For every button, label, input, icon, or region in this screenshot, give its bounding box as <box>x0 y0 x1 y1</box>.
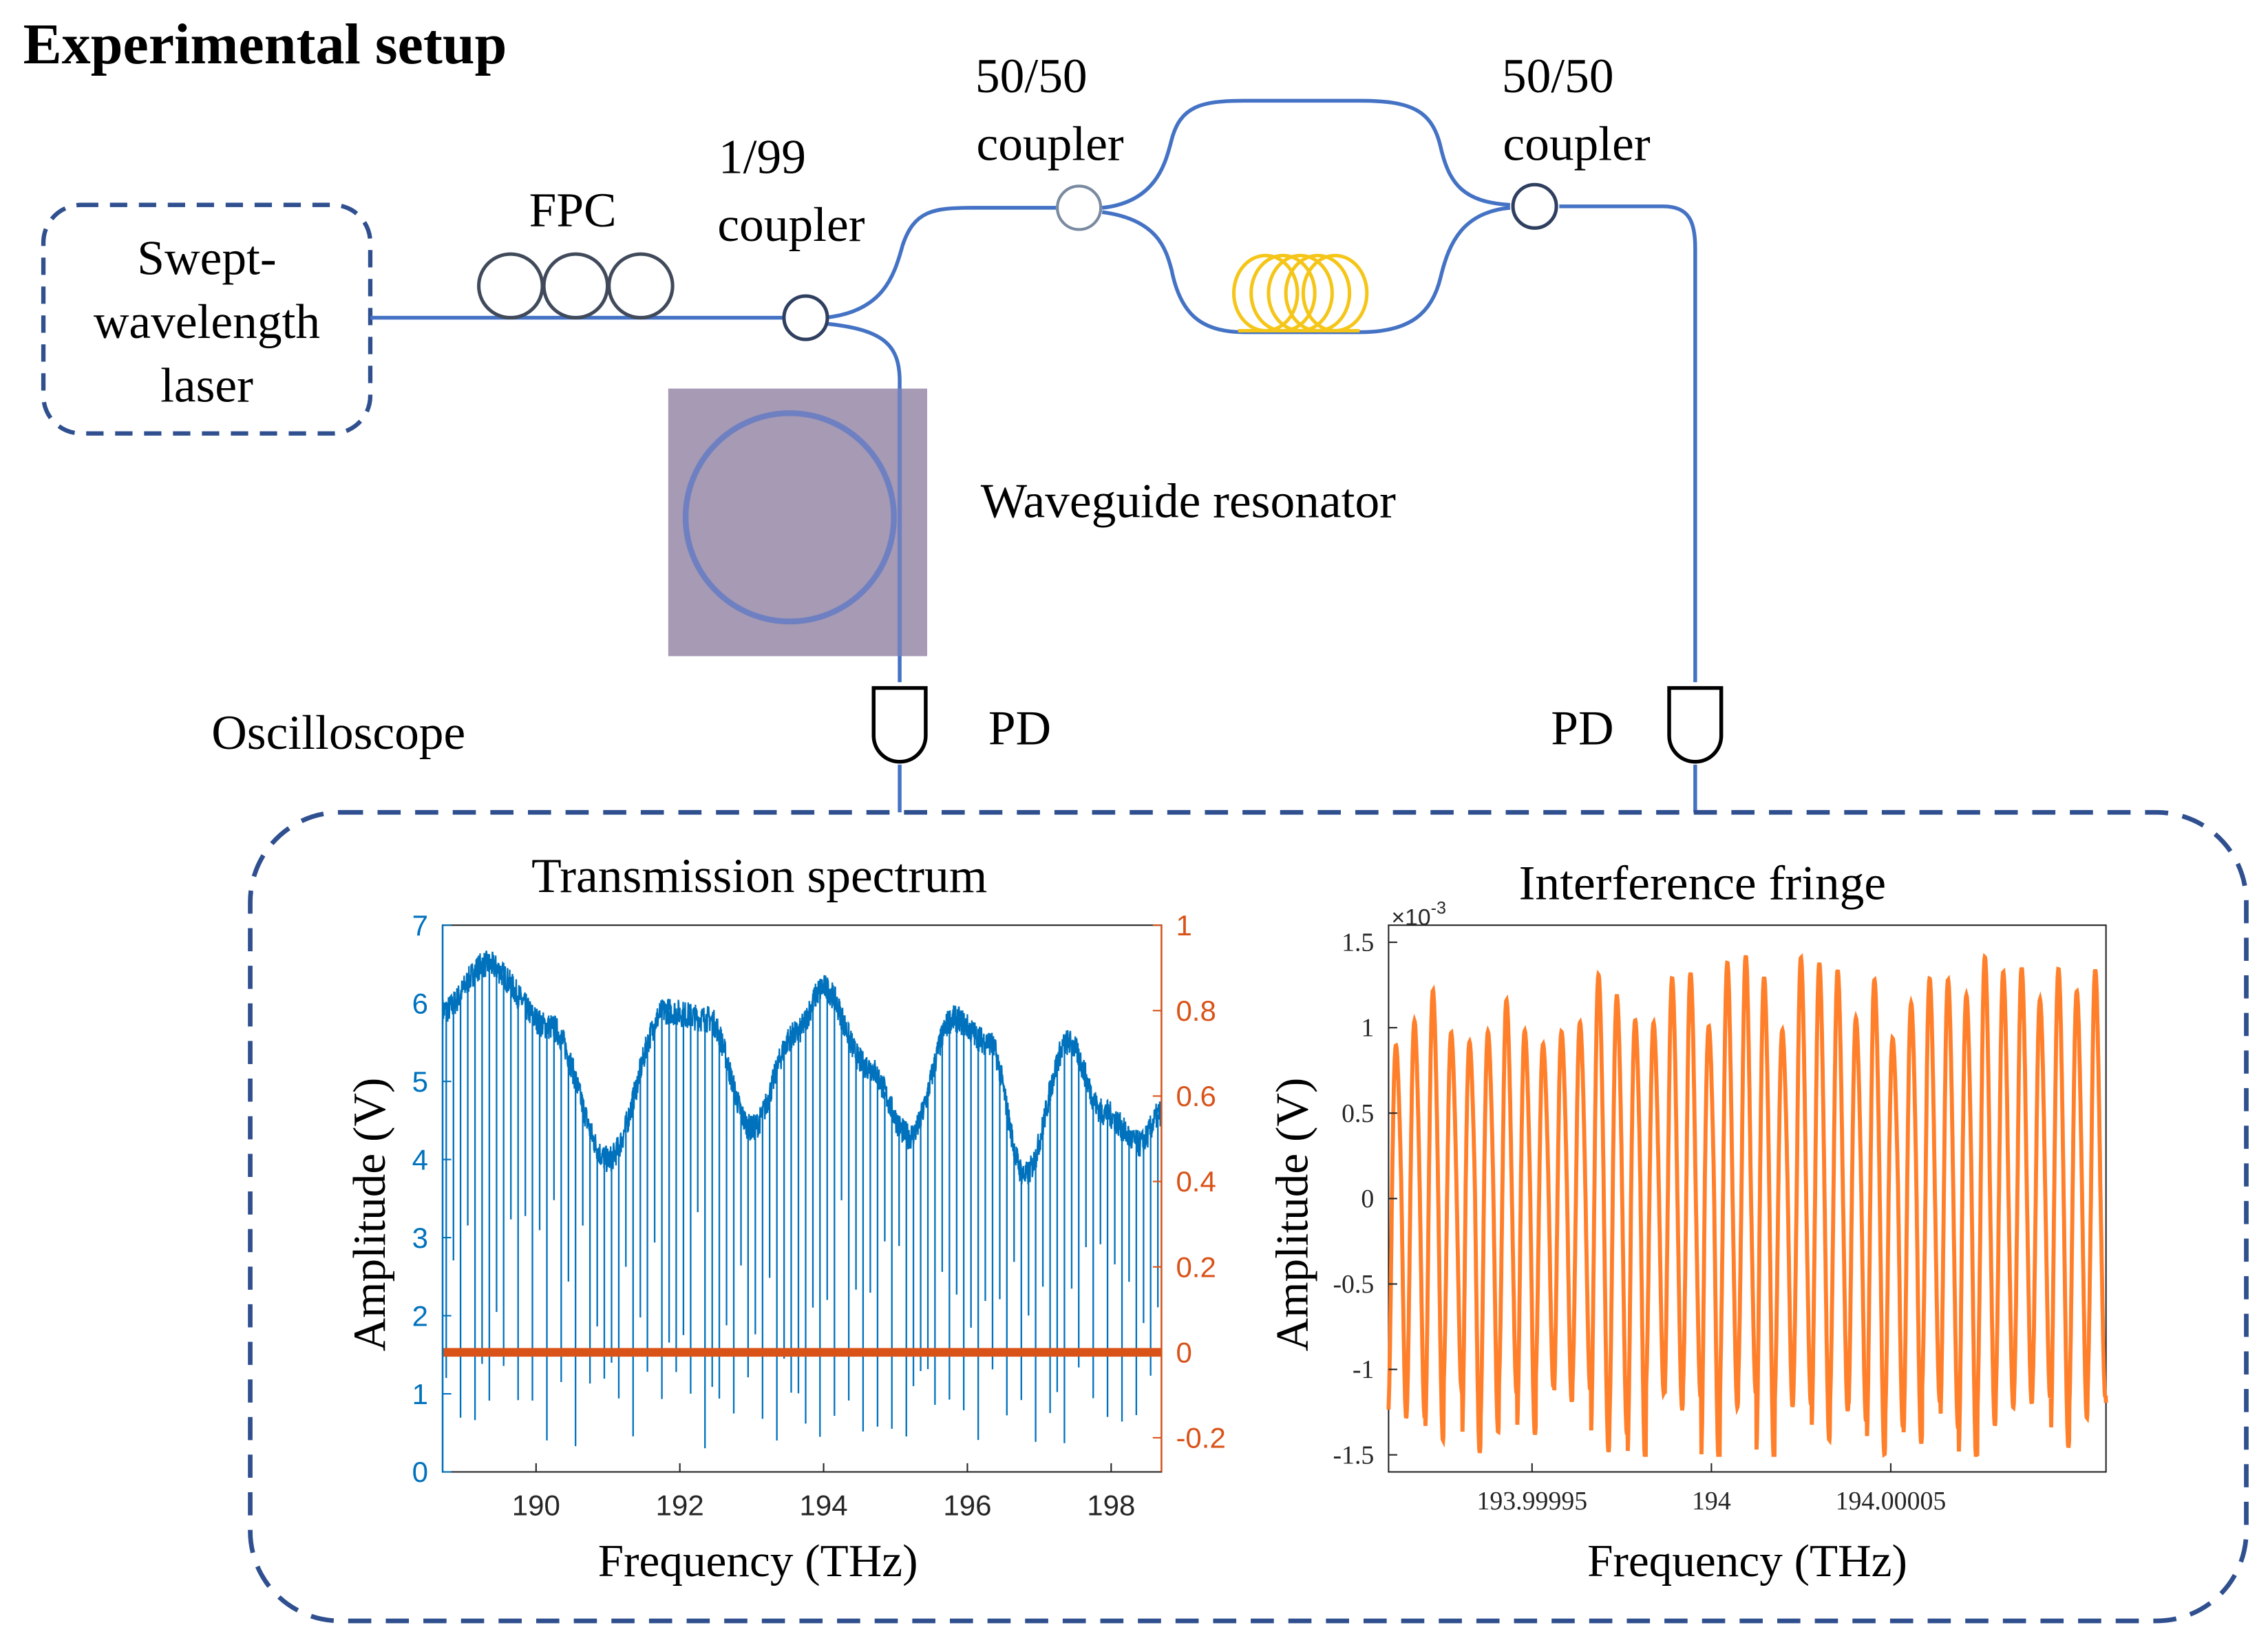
chart2-xtick-label: 194.00005 <box>1836 1487 1947 1516</box>
chart2-ytick-label: 1.5 <box>1342 928 1374 957</box>
chart2-ytick-label: 0.5 <box>1342 1099 1374 1128</box>
chart2-xtick-label: 193.99995 <box>1476 1487 1587 1516</box>
coupler-1-99-label-line1: 1/99 <box>719 129 806 184</box>
chart1-ylabel: Amplitude (V) <box>343 1078 395 1352</box>
coupler-50-50-right-label-line1: 50/50 <box>1502 49 1614 103</box>
chart1-ytick-label: 6 <box>412 987 428 1019</box>
chart1-ytick-label: 4 <box>412 1143 428 1176</box>
chart2-ytick-label: -0.5 <box>1333 1270 1374 1299</box>
chart1-ytick-label: 5 <box>412 1065 428 1098</box>
chart1-xlabel: Frequency (THz) <box>598 1535 918 1586</box>
chart1-y2tick-label: -0.2 <box>1176 1422 1225 1454</box>
laser-label-line3: laser <box>160 358 253 412</box>
fpc-label: FPC <box>529 183 617 237</box>
fpc-paddles <box>477 252 675 320</box>
transmission-spectrum-chart: Transmission spectrum 0 1 2 3 4 5 6 7 -0.2 0 0.2 0… <box>343 849 1226 1586</box>
pd-right-icon <box>1667 686 1724 764</box>
chart1-xtick-label: 196 <box>943 1489 991 1522</box>
fiber-to-right-pd <box>1559 204 1697 683</box>
chart1-ytick-label: 3 <box>412 1222 428 1254</box>
coupler-50-50-right <box>1511 182 1558 230</box>
fiber-spool-icon <box>1231 253 1369 333</box>
chart1-xtick-label: 198 <box>1087 1489 1135 1522</box>
oscilloscope-label: Oscilloscope <box>211 705 465 760</box>
chart2-xlabel: Frequency (THz) <box>1587 1535 1907 1586</box>
chart1-plot-area <box>441 924 1163 1473</box>
chart1-xtick-label: 190 <box>512 1489 560 1522</box>
laser-box <box>41 202 373 436</box>
chart2-ytick-label: -1.5 <box>1333 1441 1374 1469</box>
chart1-xtick-label: 194 <box>800 1489 848 1522</box>
coupler-1-99-label-line2: coupler <box>717 198 865 252</box>
laser-label-line1: Swept- <box>137 231 276 286</box>
coupler-1-99 <box>782 294 829 341</box>
chart1-ytick-label: 7 <box>412 909 428 942</box>
chart2-ytick-label: 0 <box>1361 1185 1374 1213</box>
chart2-series-fringe <box>1386 953 2108 1458</box>
pd-left-label: PD <box>988 701 1051 756</box>
chart1-y2tick-label: 0.2 <box>1176 1251 1216 1283</box>
chart1-title: Transmission spectrum <box>531 849 987 903</box>
chart1-y2tick-label: 0 <box>1176 1336 1191 1368</box>
resonator-ring <box>682 410 897 625</box>
chart1-xtick-label: 192 <box>656 1489 704 1522</box>
chart2-title: Interference fringe <box>1519 856 1886 910</box>
fiber-mzi-upper <box>1101 98 1511 210</box>
fiber-to-upper-branch <box>824 206 1057 320</box>
coupler-50-50-left-label-line2: coupler <box>977 117 1124 171</box>
pd-left-icon <box>871 686 928 764</box>
chart1-y2tick-label: 1 <box>1176 909 1191 942</box>
chart2-exponent-base: ×10-3 <box>1392 898 1446 931</box>
coupler-50-50-right-label-line2: coupler <box>1503 117 1650 171</box>
chart1-y2tick-label: 0.6 <box>1176 1080 1216 1112</box>
chart1-y2tick-label: 0.4 <box>1176 1165 1216 1198</box>
chart2-ytick-label: -1 <box>1353 1355 1375 1384</box>
chart2-ylabel: Amplitude (V) <box>1267 1078 1318 1352</box>
chart2-xtick-label: 194 <box>1692 1487 1731 1516</box>
chart2-ytick-label: 1 <box>1361 1014 1374 1043</box>
chart1-ytick-label: 1 <box>412 1378 428 1410</box>
chart1-ytick-label: 0 <box>412 1456 428 1488</box>
pd-right-label: PD <box>1551 701 1613 756</box>
chart1-series-amplitude <box>441 951 1163 1449</box>
figure-title: Experimental setup <box>23 12 507 76</box>
coupler-50-50-left-label-line1: 50/50 <box>975 49 1088 103</box>
chart1-ytick-label: 2 <box>412 1299 428 1332</box>
oscilloscope-box <box>248 809 2249 1624</box>
coupler-50-50-left <box>1056 184 1103 231</box>
resonator-chip-image <box>668 388 927 657</box>
resonator-label: Waveguide resonator <box>981 474 1396 529</box>
laser-label-line2: wavelength <box>94 295 320 349</box>
interference-fringe-chart: Interference fringe 1.5 1 0.5 0 -0.5 -1 -1.5 1… <box>1267 856 2108 1586</box>
fiber-network <box>370 98 1697 813</box>
chart1-y2tick-label: 0.8 <box>1176 995 1216 1027</box>
fiber-to-resonator <box>824 321 902 683</box>
